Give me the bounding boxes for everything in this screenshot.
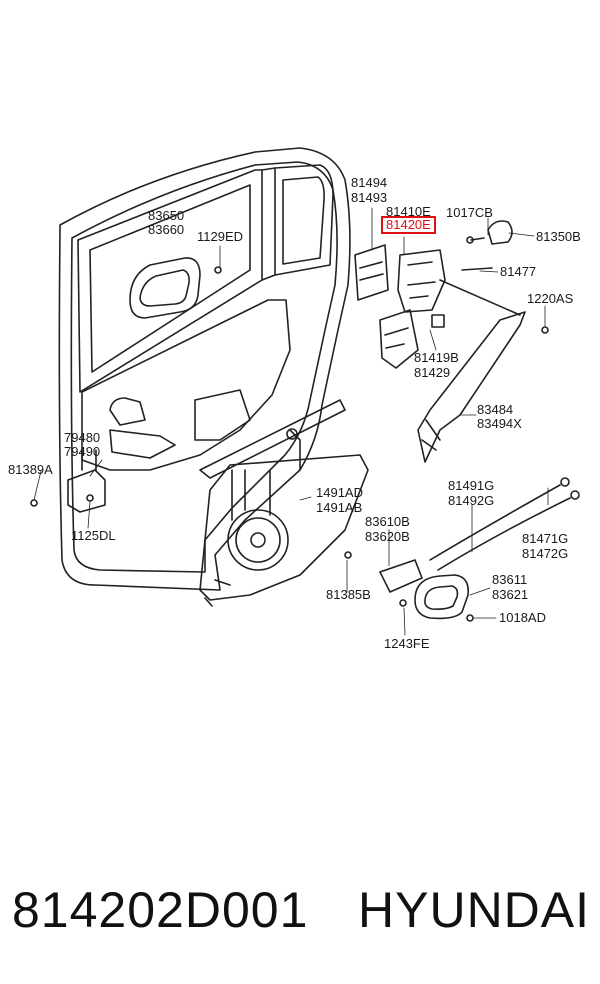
door-panel <box>58 147 351 591</box>
part-label-83620B: 83620B <box>365 529 410 544</box>
part-label-81471G: 81471G <box>522 531 569 546</box>
inside-handle-bracket <box>379 559 423 593</box>
part-label-83621: 83621 <box>492 587 529 602</box>
part-label-81492G: 81492G <box>448 493 495 508</box>
part-label-83494X: 83494X <box>477 416 522 431</box>
handle-rod <box>417 311 526 463</box>
part-label-83650: 83650 <box>148 208 185 223</box>
footer-part-number: 814202D001 <box>12 882 309 938</box>
part-label-83610B: 83610B <box>365 514 410 529</box>
part-label-83660: 83660 <box>148 222 185 237</box>
part-label-1491AD: 1491AD <box>316 485 363 500</box>
inside-handle <box>414 574 470 620</box>
part-label-1129ED: 1129ED <box>197 229 244 244</box>
part-label-1243FE: 1243FE <box>384 636 430 651</box>
part-label-81494: 81494 <box>351 175 388 190</box>
part-label-79490: 79490 <box>64 444 101 459</box>
part-label-83484: 83484 <box>477 402 514 417</box>
window-regulator <box>199 399 346 479</box>
part-label-81472G: 81472G <box>522 546 569 561</box>
part-label-81410E: 81410E <box>386 204 431 219</box>
part-label-81429: 81429 <box>414 365 451 380</box>
part-label-81420E-highlighted: 81420E <box>381 216 436 234</box>
footer-brand: HYUNDAI <box>358 882 591 938</box>
part-label-81477: 81477 <box>500 264 537 279</box>
part-label-81493: 81493 <box>351 190 388 205</box>
part-label-79480: 79480 <box>64 430 101 445</box>
outside-handle <box>129 257 201 319</box>
part-label-1125DL: 1125DL <box>71 528 116 543</box>
part-label-81350B: 81350B <box>536 229 581 244</box>
part-label-81491G: 81491G <box>448 478 495 493</box>
part-label-1220AS: 1220AS <box>527 291 574 306</box>
part-label-1017CB: 1017CB <box>446 205 493 220</box>
hinge-bracket <box>67 469 106 513</box>
part-label-83611: 83611 <box>492 572 528 587</box>
door-lock-actuator <box>397 249 446 313</box>
lock-seal <box>354 244 389 301</box>
part-label-81419B: 81419B <box>414 350 459 365</box>
part-label-81385B: 81385B <box>326 587 371 602</box>
part-label-81389A: 81389A <box>8 462 53 477</box>
lock-cable <box>429 484 561 561</box>
window-frame <box>77 169 263 393</box>
part-label-1018AD: 1018AD <box>499 610 546 625</box>
striker <box>487 220 513 245</box>
part-label-1491AB: 1491AB <box>316 500 363 515</box>
